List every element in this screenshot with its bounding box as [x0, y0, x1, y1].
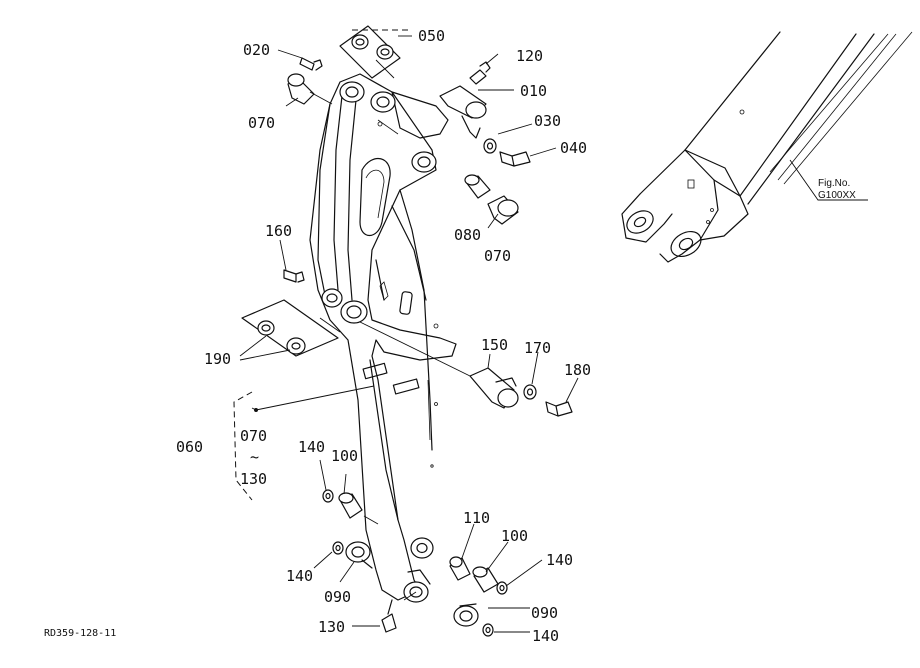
arm-body: [309, 73, 457, 603]
part-washer-140-a: [322, 489, 334, 503]
part-washer-140-c: [496, 581, 508, 595]
callout-080: 080: [454, 226, 481, 244]
callout-170: 170: [524, 339, 551, 357]
fig-ref-line2: G100XX: [818, 190, 856, 201]
callout-160: 160: [265, 222, 292, 240]
part-bolt-180: [545, 401, 573, 417]
part-bushing-070-right: [487, 195, 519, 225]
callout-010: 010: [520, 82, 547, 100]
callout-150: 150: [481, 336, 508, 354]
callout-070-range: 070: [240, 427, 267, 445]
callout-060: 060: [176, 438, 203, 456]
callout-100-left: 100: [331, 447, 358, 465]
part-collar-090-left: [345, 541, 373, 569]
part-bushing-080: [464, 174, 491, 199]
callout-180: 180: [564, 361, 591, 379]
part-washer-140-d: [482, 623, 494, 637]
part-bushing-100-right: [472, 566, 499, 593]
part-collar-090-right: [453, 603, 479, 627]
callout-070-right: 070: [484, 247, 511, 265]
drawing-code: RD359-128-11: [44, 628, 116, 639]
part-grease-nipple-020: [299, 57, 323, 71]
part-bolt-130: [381, 599, 397, 633]
callout-070-top: 070: [248, 114, 275, 132]
part-bolt-040: [499, 151, 531, 167]
part-grease-nipple-120: [469, 61, 491, 85]
part-bushing-070-top: [287, 73, 315, 105]
callout-190: 190: [204, 350, 231, 368]
part-washer-140-b: [332, 541, 344, 555]
leader-lines: [233, 29, 579, 633]
callout-020: 020: [243, 41, 270, 59]
callout-040: 040: [560, 139, 587, 157]
part-bushing-100-left: [338, 492, 363, 519]
callout-140-d: 140: [532, 627, 559, 645]
callout-130: 130: [318, 618, 345, 636]
callout-110: 110: [463, 509, 490, 527]
part-shim-190: [241, 299, 339, 357]
range-symbol: ~: [250, 448, 259, 466]
callout-090-right: 090: [531, 604, 558, 622]
part-shim-050: [339, 25, 401, 79]
callout-140-b: 140: [286, 567, 313, 585]
callout-120: 120: [516, 47, 543, 65]
callout-130-range: 130: [240, 470, 267, 488]
part-bushing-110: [449, 556, 471, 581]
callout-140-c: 140: [546, 551, 573, 569]
callout-100-right: 100: [501, 527, 528, 545]
callout-050: 050: [418, 27, 445, 45]
part-grease-nipple-160: [283, 269, 305, 283]
part-pin-010: [439, 85, 487, 139]
part-washer-030: [483, 138, 497, 154]
fig-ref-line1: Fig.No.: [818, 178, 850, 189]
part-pin-150: [469, 367, 519, 409]
inset-boom-view: [621, 31, 913, 263]
callout-030: 030: [534, 112, 561, 130]
callout-090-left: 090: [324, 588, 351, 606]
part-washer-170: [523, 384, 537, 400]
callout-140-a: 140: [298, 438, 325, 456]
